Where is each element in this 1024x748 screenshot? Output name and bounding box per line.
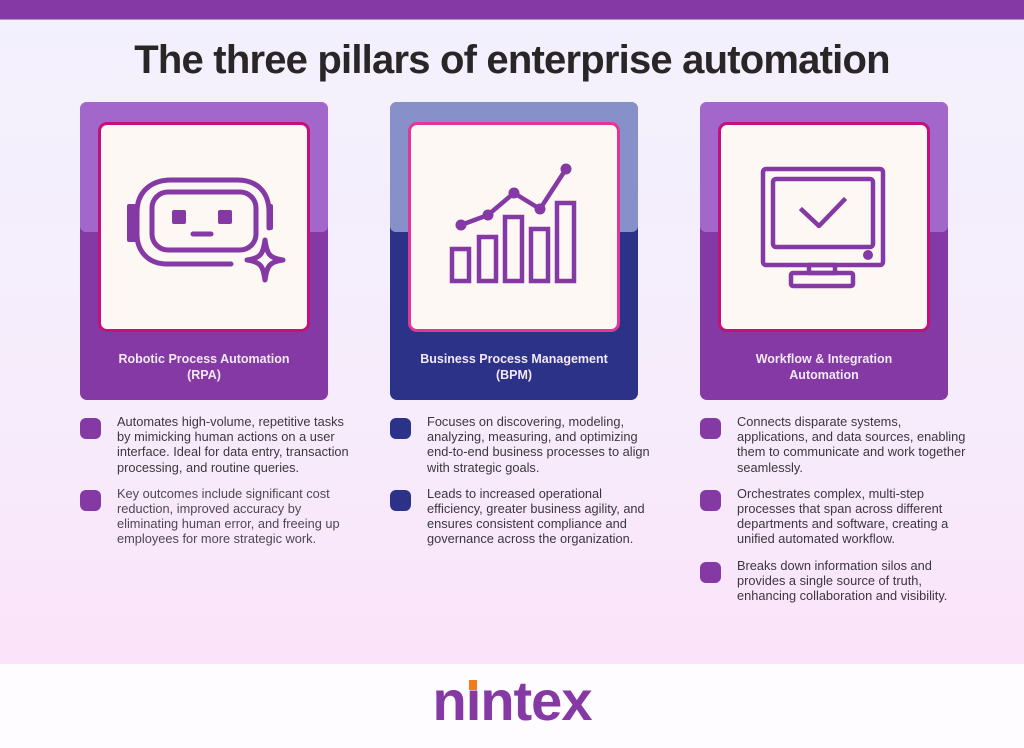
bar-chart-trend-icon (449, 163, 577, 284)
bullet-marker-icon (700, 489, 721, 511)
bullet-marker-icon (700, 561, 721, 583)
bullet-marker-icon (390, 418, 411, 439)
workflow-bullet-list: Connects disparate systems, applications… (700, 414, 970, 614)
robot-sparkle-icon (127, 177, 286, 283)
card-label: Robotic Process Automation (RPA) (118, 352, 290, 382)
logo-accent-square (469, 680, 478, 690)
top-accent-bar (0, 0, 1024, 20)
list-item: Connects disparate systems, applications… (700, 414, 970, 475)
bullet-marker-icon (80, 489, 101, 511)
bpm-bullet-list: Focuses on discovering, modeling, analyz… (390, 414, 660, 558)
list-item: Leads to increased operational efficienc… (390, 486, 660, 547)
bullet-marker-icon (700, 418, 721, 439)
list-item: Breaks down information silos and provid… (700, 558, 970, 604)
icon-frame (408, 122, 620, 332)
bullet-marker-icon (390, 489, 411, 511)
list-item: Orchestrates complex, multi-step process… (700, 486, 970, 547)
pillar-card-bpm: Business Process Management (BPM) (390, 102, 638, 400)
pillar-card-rpa: Robotic Process Automation (RPA) (80, 102, 328, 400)
list-item: Key outcomes include significant cost re… (80, 486, 350, 547)
icon-frame (718, 122, 930, 332)
list-item: Automates high-volume, repetitive tasks … (80, 414, 350, 475)
card-label: Workflow & Integration Automation (755, 352, 893, 382)
pillar-card-workflow-integration: Workflow & Integration Automation (700, 102, 948, 400)
icon-frame (98, 122, 310, 332)
monitor-check-icon (760, 166, 886, 288)
rpa-bullet-list: Automates high-volume, repetitive tasks … (80, 414, 350, 558)
page-title: The three pillars of enterprise automati… (134, 38, 890, 82)
list-item: Focuses on discovering, modeling, analyz… (390, 414, 660, 475)
bullet-marker-icon (80, 418, 101, 439)
card-label: Business Process Management (BPM) (420, 352, 608, 382)
